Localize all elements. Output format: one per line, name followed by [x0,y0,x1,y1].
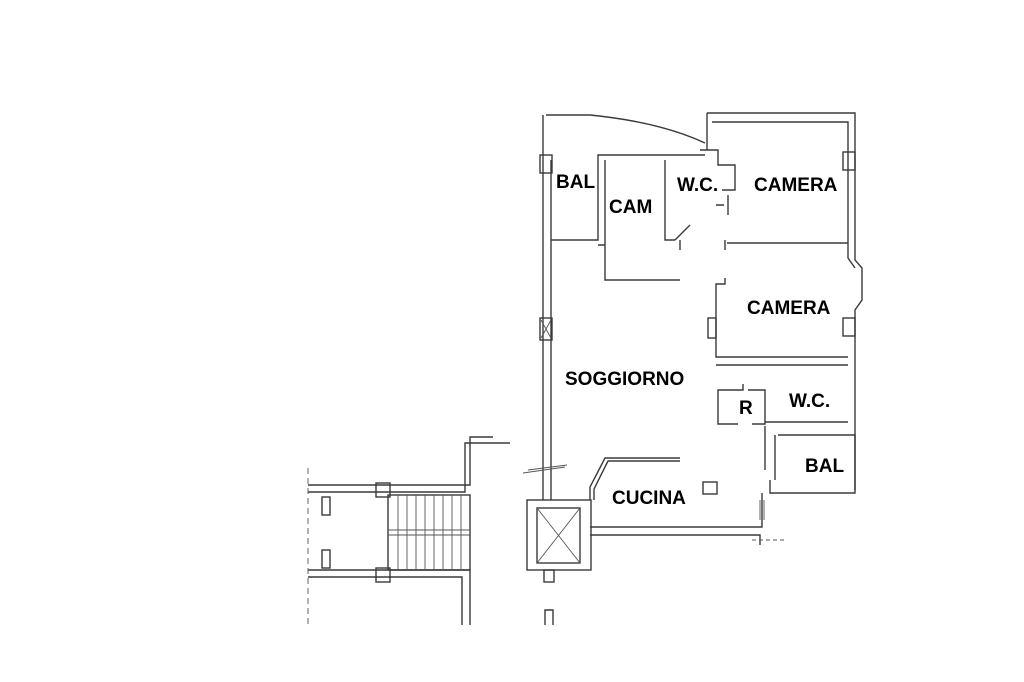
room-label-camera-1: CAMERA [754,175,838,196]
room-label-camera-2: CAMERA [747,298,831,319]
room-label-soggiorno: SOGGIORNO [565,369,684,390]
room-label-cucina: CUCINA [612,488,686,509]
room-label-ripostiglio: R [739,398,753,419]
room-label-cam: CAM [609,197,652,218]
room-label-wc-2: W.C. [789,391,830,412]
stairs [387,494,471,571]
room-label-bal-2: BAL [805,456,844,477]
room-label-wc-1: W.C. [677,175,718,196]
room-labels: BAL CAM W.C. CAMERA CAMERA SOGGIORNO R W… [556,172,844,509]
walls [307,112,863,625]
room-label-bal-1: BAL [556,172,595,193]
